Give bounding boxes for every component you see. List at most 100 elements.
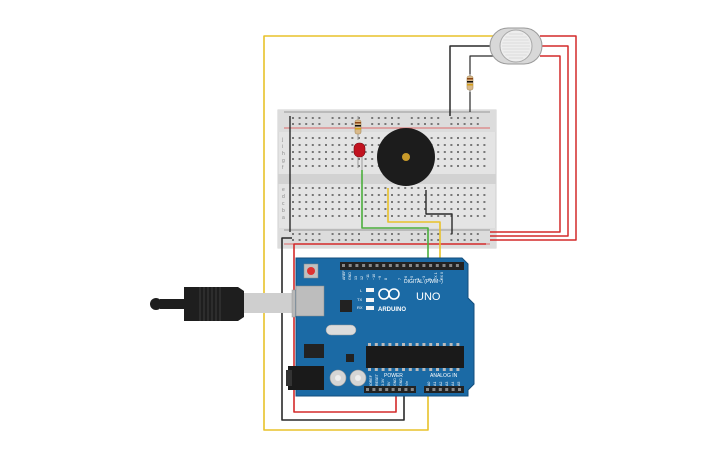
hole — [424, 239, 426, 241]
hole — [476, 117, 479, 119]
hole — [437, 158, 440, 160]
hole — [422, 264, 426, 267]
hole — [450, 239, 453, 241]
hole — [415, 264, 419, 267]
force-sensor[interactable] — [489, 27, 543, 65]
wire-black-sensor[interactable] — [449, 45, 494, 116]
hole — [325, 158, 327, 160]
wire-black-ground[interactable] — [281, 237, 405, 421]
resistor-led[interactable] — [354, 116, 362, 140]
hole — [298, 239, 301, 241]
wire-red-sensor-2[interactable] — [490, 45, 569, 237]
hole — [470, 165, 473, 167]
hole — [377, 187, 380, 189]
wire-red-sensor-3[interactable] — [490, 55, 561, 233]
pin-label: A2 — [439, 382, 443, 386]
hole — [408, 343, 412, 346]
hole — [457, 165, 459, 167]
analog-header — [424, 386, 464, 393]
arduino-uno[interactable]: L TX RX ARDUINO UNO DIGITAL (PWM~) ANALO… — [286, 257, 475, 397]
hole — [404, 201, 407, 203]
hole — [331, 201, 334, 203]
hole — [449, 343, 453, 346]
pin-label: A1 — [433, 382, 437, 386]
piezo-buzzer[interactable] — [377, 128, 435, 186]
hole — [344, 208, 347, 210]
hole — [438, 388, 442, 391]
red-led[interactable] — [353, 142, 366, 170]
hole — [381, 368, 385, 371]
hole — [331, 123, 334, 125]
hole — [358, 215, 360, 217]
hole — [331, 194, 334, 196]
hole — [384, 208, 387, 210]
hole — [351, 187, 354, 189]
hole — [364, 137, 367, 139]
hole — [483, 201, 486, 203]
wire-yellow-sensor[interactable] — [263, 35, 494, 431]
hole — [298, 215, 301, 217]
hole — [371, 144, 374, 146]
hole — [364, 201, 367, 203]
pin-label: AREF — [342, 270, 346, 280]
hole — [338, 201, 341, 203]
hole — [463, 165, 466, 167]
hole — [476, 187, 479, 189]
hole — [318, 201, 321, 203]
resistor-sensor[interactable] — [466, 74, 474, 92]
hole — [410, 117, 413, 119]
wire-black-buzzer[interactable] — [425, 190, 453, 234]
hole — [450, 208, 453, 210]
hole — [331, 144, 334, 146]
hole — [311, 194, 314, 196]
hole — [463, 123, 466, 125]
hole — [397, 194, 400, 196]
hole — [437, 165, 440, 167]
hole — [430, 194, 433, 196]
hole — [476, 158, 479, 160]
hole — [476, 239, 479, 241]
hole — [415, 368, 419, 371]
hole — [384, 215, 387, 217]
hole — [325, 187, 327, 189]
hole — [437, 208, 440, 210]
wire-red-sensor-1[interactable] — [490, 35, 577, 241]
hole — [463, 201, 466, 203]
hole — [368, 264, 372, 267]
hole — [374, 368, 378, 371]
hole — [325, 165, 327, 167]
wire-resistor-lead[interactable] — [469, 55, 494, 112]
hole — [377, 144, 380, 146]
row-letter: h — [282, 151, 285, 157]
hole — [422, 343, 426, 346]
hole — [338, 233, 341, 235]
hole — [344, 158, 347, 160]
hole — [397, 208, 400, 210]
wire-green-led[interactable] — [361, 170, 429, 262]
hole — [344, 151, 347, 153]
wire-yellow-buzzer[interactable] — [387, 188, 441, 262]
hole — [371, 233, 374, 235]
pin-label: 12 — [360, 276, 364, 280]
hole — [470, 239, 473, 241]
hole — [377, 215, 380, 217]
hole — [402, 343, 405, 346]
hole — [298, 117, 301, 119]
hole — [377, 201, 380, 203]
hole — [449, 264, 453, 267]
breadboard[interactable]: j i h g f e d c b a — [277, 109, 497, 249]
hole — [311, 215, 314, 217]
wire-red-5v[interactable] — [293, 243, 486, 413]
hole — [351, 158, 354, 160]
hole — [292, 239, 294, 241]
hole — [402, 264, 406, 267]
hole — [298, 137, 301, 139]
hole — [371, 194, 374, 196]
hole — [358, 137, 360, 139]
hole — [463, 117, 466, 119]
hole — [331, 151, 334, 153]
hole — [449, 368, 453, 371]
hole — [483, 158, 486, 160]
hole — [298, 201, 301, 203]
hole — [338, 194, 341, 196]
